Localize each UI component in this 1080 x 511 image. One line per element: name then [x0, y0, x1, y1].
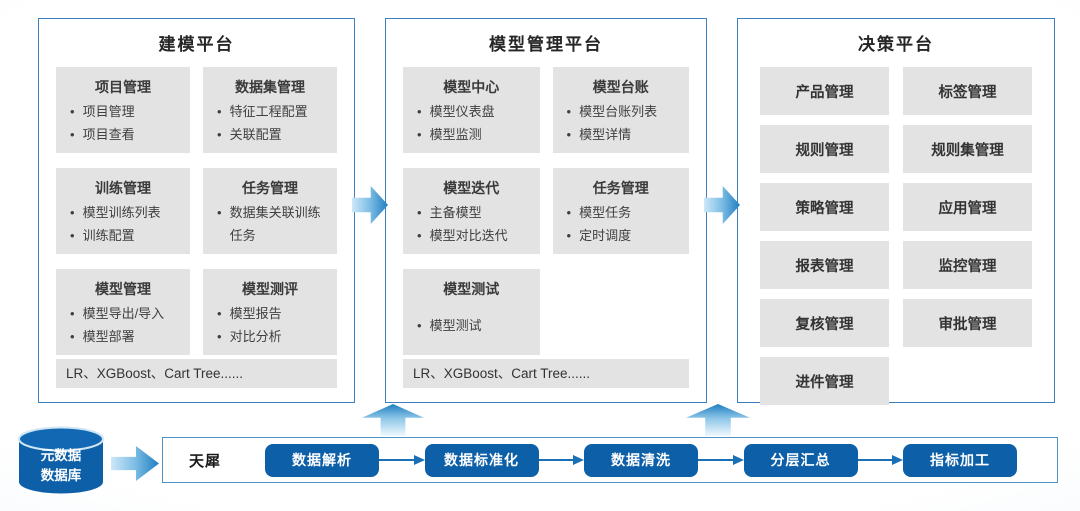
module-item: 模型导出/导入 — [70, 303, 182, 326]
decision-box-rule-mgmt: 规则管理 — [760, 125, 889, 173]
module-box-training-mgmt: 训练管理 模型训练列表 训练配置 — [56, 168, 190, 254]
database-label-line1: 元数据 — [40, 448, 82, 464]
pipeline-step-indicator-processing: 指标加工 — [903, 443, 1018, 477]
decision-box-product-mgmt: 产品管理 — [760, 67, 889, 115]
module-box-model-test: 模型测试 模型测试 — [403, 269, 540, 355]
metadata-database: 元数据 数据库 — [13, 426, 109, 496]
module-title: 模型中心 — [443, 79, 500, 95]
flow-arrow-right-icon — [352, 186, 388, 224]
decision-box-label-mgmt: 标签管理 — [903, 67, 1032, 115]
module-item: 模型台账列表 — [567, 101, 682, 124]
panel-modeling-platform: 建模平台 项目管理 项目管理 项目查看 数据集管理 特征工程配置 关联配置 训练… — [38, 18, 355, 403]
module-title: 模型迭代 — [443, 180, 500, 196]
module-item: 训练配置 — [70, 225, 182, 248]
module-item: 项目管理 — [70, 101, 182, 124]
module-item: 模型详情 — [567, 124, 682, 147]
panel-title: 决策平台 — [858, 35, 934, 54]
decision-box-intake-mgmt: 进件管理 — [760, 357, 889, 405]
panel-title: 建模平台 — [158, 35, 235, 54]
module-item: 模型部署 — [70, 326, 182, 349]
decision-box-app-mgmt: 应用管理 — [903, 183, 1032, 231]
module-item: 模型测试 — [417, 315, 532, 338]
module-item: 项目查看 — [70, 124, 182, 147]
step-connector-arrow-icon — [538, 454, 584, 465]
pipeline-step-data-cleaning: 数据清洗 — [584, 443, 699, 477]
module-box-model-mgmt: 模型管理 模型导出/导入 模型部署 — [56, 269, 190, 355]
module-title: 项目管理 — [95, 79, 151, 95]
module-title: 任务管理 — [242, 180, 298, 196]
flow-arrow-up-icon — [686, 404, 750, 436]
module-title: 模型测试 — [443, 281, 500, 297]
panel-model-management-platform: 模型管理平台 模型中心 模型仪表盘 模型监测 模型台账 模型台账列表 模型详情 … — [385, 18, 707, 403]
module-item: 关联配置 — [217, 124, 329, 147]
algorithms-footer: LR、XGBoost、Cart Tree...... — [56, 359, 337, 388]
module-item: 模型报告 — [217, 303, 329, 326]
database-label-line2: 数据库 — [40, 468, 82, 483]
module-grid: 项目管理 项目管理 项目查看 数据集管理 特征工程配置 关联配置 训练管理 模型… — [39, 67, 354, 355]
module-box-model-iteration: 模型迭代 主备模型 模型对比迭代 — [403, 168, 540, 254]
module-item: 特征工程配置 — [217, 101, 329, 124]
decision-grid: 产品管理 标签管理 规则管理 规则集管理 策略管理 应用管理 报表管理 监控管理… — [738, 67, 1054, 405]
step-connector-arrow-icon — [698, 454, 743, 465]
module-item: 模型监测 — [417, 124, 532, 147]
module-box-model-eval: 模型测评 模型报告 对比分析 — [203, 269, 337, 355]
pipeline-step-data-standardization: 数据标准化 — [424, 443, 539, 477]
step-connector-arrow-icon — [379, 454, 424, 465]
flow-arrow-up-icon — [362, 404, 424, 436]
decision-box-approval-mgmt: 审批管理 — [903, 299, 1032, 347]
module-box-task-mgmt: 任务管理 模型任务 定时调度 — [552, 168, 689, 254]
decision-box-strategy-mgmt: 策略管理 — [760, 183, 889, 231]
module-box-project-mgmt: 项目管理 项目管理 项目查看 — [56, 67, 190, 153]
pipeline-step-layered-summary: 分层汇总 — [743, 443, 858, 477]
pipeline-step-data-parsing: 数据解析 — [265, 443, 380, 477]
pipeline-steps: 数据解析 数据标准化 数据清洗 分层汇总 指标加工 — [265, 443, 1018, 477]
module-item: 模型任务 — [567, 202, 682, 225]
module-item: 数据集关联训练任务 — [217, 202, 329, 248]
pipeline-label: 天犀 — [189, 452, 222, 470]
step-connector-arrow-icon — [857, 454, 903, 465]
data-pipeline-bar: 天犀 数据解析 数据标准化 数据清洗 分层汇总 指标加工 — [162, 437, 1058, 483]
module-box-dataset-mgmt: 数据集管理 特征工程配置 关联配置 — [203, 67, 337, 153]
decision-box-review-mgmt: 复核管理 — [760, 299, 889, 347]
panel-decision-platform: 决策平台 产品管理 标签管理 规则管理 规则集管理 策略管理 应用管理 报表管理… — [737, 18, 1055, 405]
module-title: 训练管理 — [95, 180, 151, 196]
module-title: 模型台账 — [592, 79, 649, 95]
module-item: 模型训练列表 — [70, 202, 182, 225]
decision-box-monitor-mgmt: 监控管理 — [903, 241, 1032, 289]
module-title: 模型管理 — [95, 281, 151, 297]
module-title: 任务管理 — [592, 180, 649, 196]
panel-title: 模型管理平台 — [489, 35, 603, 54]
datasource-arrow-right-icon — [111, 446, 159, 481]
module-box-model-center: 模型中心 模型仪表盘 模型监测 — [403, 67, 540, 153]
module-item: 模型对比迭代 — [417, 225, 532, 248]
module-title: 数据集管理 — [235, 79, 305, 95]
algorithms-footer: LR、XGBoost、Cart Tree...... — [403, 359, 689, 388]
module-box-task-mgmt: 任务管理 数据集关联训练任务 — [203, 168, 337, 254]
database-cylinder-icon — [18, 426, 104, 494]
module-item: 模型仪表盘 — [417, 101, 532, 124]
module-item: 定时调度 — [567, 225, 682, 248]
module-grid: 模型中心 模型仪表盘 模型监测 模型台账 模型台账列表 模型详情 模型迭代 主备… — [386, 67, 706, 355]
database-label: 元数据 数据库 — [13, 443, 109, 489]
module-item: 对比分析 — [217, 326, 329, 349]
module-item: 主备模型 — [417, 202, 532, 225]
module-box-model-ledger: 模型台账 模型台账列表 模型详情 — [552, 67, 689, 153]
module-title: 模型测评 — [242, 281, 298, 297]
flow-arrow-right-icon — [704, 186, 740, 224]
decision-box-report-mgmt: 报表管理 — [760, 241, 889, 289]
decision-box-ruleset-mgmt: 规则集管理 — [903, 125, 1032, 173]
